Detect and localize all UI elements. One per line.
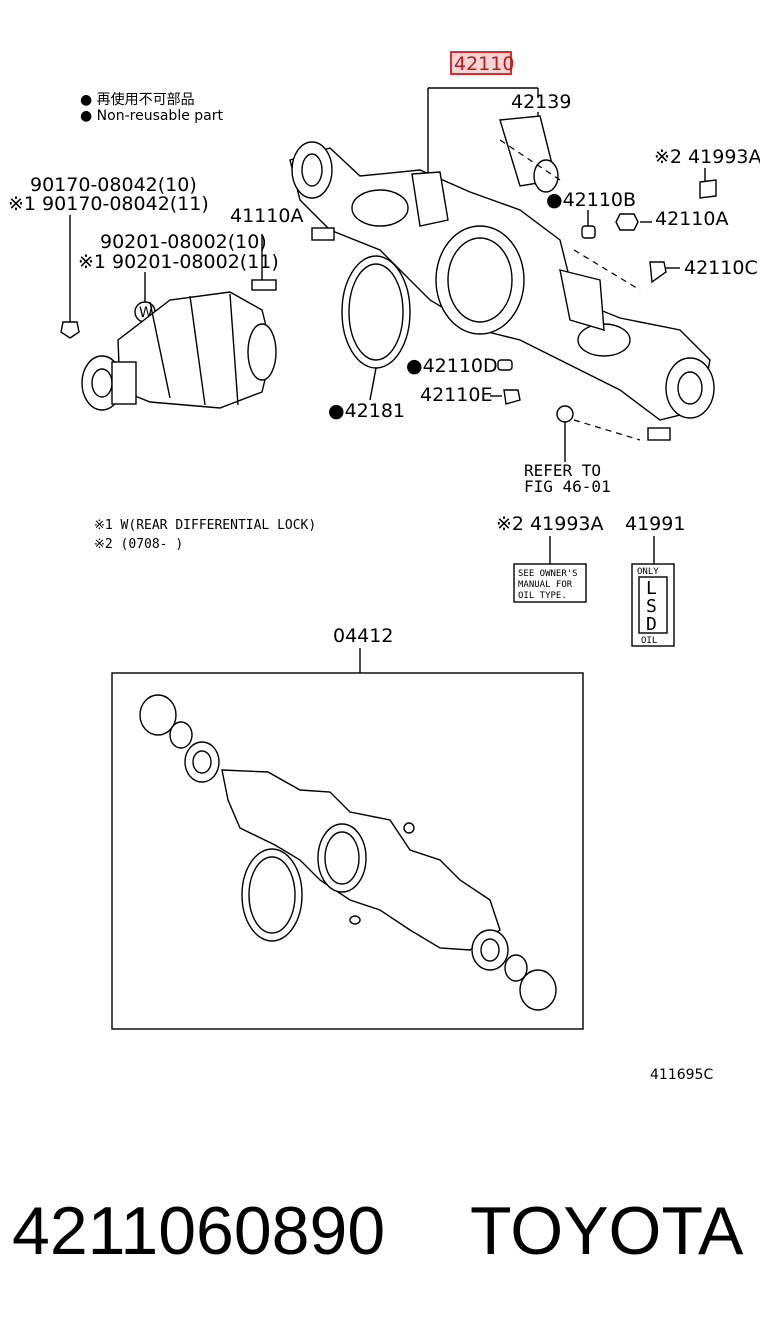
label-42181[interactable]: ●42181 — [328, 400, 405, 422]
sticker-41993A-line-1: SEE OWNER'S — [518, 569, 578, 579]
sticker-41991-top: ONLY — [637, 567, 659, 577]
label-41991[interactable]: 41991 — [625, 513, 685, 535]
sticker-41991-letter-d: D — [646, 614, 657, 635]
sticker-41993A — [513, 563, 587, 603]
label-90170-a[interactable]: 90170-08042(10) — [30, 174, 197, 196]
label-90201-a[interactable]: 90201-08002(10) — [100, 231, 267, 253]
label-04412[interactable]: 04412 — [333, 625, 393, 647]
sticker-41991-letter-s: S — [646, 596, 657, 617]
part-42110A-nut — [615, 213, 639, 231]
legend-line-1: ● 再使用不可部品 — [80, 91, 195, 108]
gasket-kit-frame — [111, 672, 584, 1030]
differential-carrier — [81, 291, 277, 411]
gasket-42181 — [341, 255, 411, 369]
label-42139[interactable]: 42139 — [511, 91, 571, 113]
dashed-ref-line-2 — [573, 419, 641, 441]
sticker-41991-bottom: OIL — [641, 636, 657, 646]
sticker-41993A-line-3: OIL TYPE. — [518, 591, 567, 601]
note-1: ※1 W(REAR DIFFERENTIAL LOCK) — [94, 518, 316, 533]
figure-id: 411695C — [650, 1067, 713, 1083]
part-41110A-stud — [251, 279, 277, 291]
label-41993A-top[interactable]: ※2 41993A — [654, 146, 760, 168]
footer-brand: TOYOTA — [470, 1193, 744, 1269]
main-part-highlight[interactable] — [450, 51, 512, 75]
legend-line-2: ● Non-reusable part — [80, 108, 223, 124]
dashed-ref-line-3 — [499, 139, 561, 181]
note-2: ※2 (0708- ) — [94, 537, 183, 552]
main-part-label[interactable]: 42110 — [454, 53, 514, 75]
sticker-41993A-small — [699, 179, 717, 199]
label-42110C[interactable]: 42110C — [684, 257, 758, 279]
part-42110D — [497, 359, 513, 371]
refer-line-2[interactable]: FIG 46-01 — [524, 477, 611, 496]
leader-42181 — [369, 367, 377, 401]
axle-housing — [289, 115, 715, 441]
part-refer-bolt — [556, 405, 574, 423]
part-42110E — [503, 389, 521, 405]
footer-part-number: 4211060890 — [12, 1193, 385, 1269]
part-42110C-breather — [649, 261, 667, 284]
label-42110D[interactable]: ●42110D — [406, 355, 498, 377]
label-90201-b[interactable]: ※1 90201-08002(11) — [78, 251, 279, 273]
label-41993A-mid[interactable]: ※2 41993A — [496, 513, 604, 535]
dashed-ref-line-1 — [573, 249, 641, 291]
label-42110B[interactable]: ●42110B — [546, 189, 636, 211]
part-42110B — [581, 225, 596, 239]
part-90170-plug — [60, 321, 80, 339]
label-90170-b[interactable]: ※1 90170-08042(11) — [8, 193, 209, 215]
main-part-leader — [427, 87, 539, 175]
refer-line-1: REFER TO — [524, 461, 601, 480]
label-42110A-right[interactable]: 42110A — [655, 208, 728, 230]
label-41110A[interactable]: 41110A — [230, 205, 303, 227]
sticker-41991-letter-l: L — [646, 578, 657, 599]
gasket-kit-parts — [139, 694, 557, 1011]
sticker-41993A-line-2: MANUAL FOR — [518, 580, 573, 590]
label-42110E[interactable]: 42110E — [420, 384, 492, 406]
